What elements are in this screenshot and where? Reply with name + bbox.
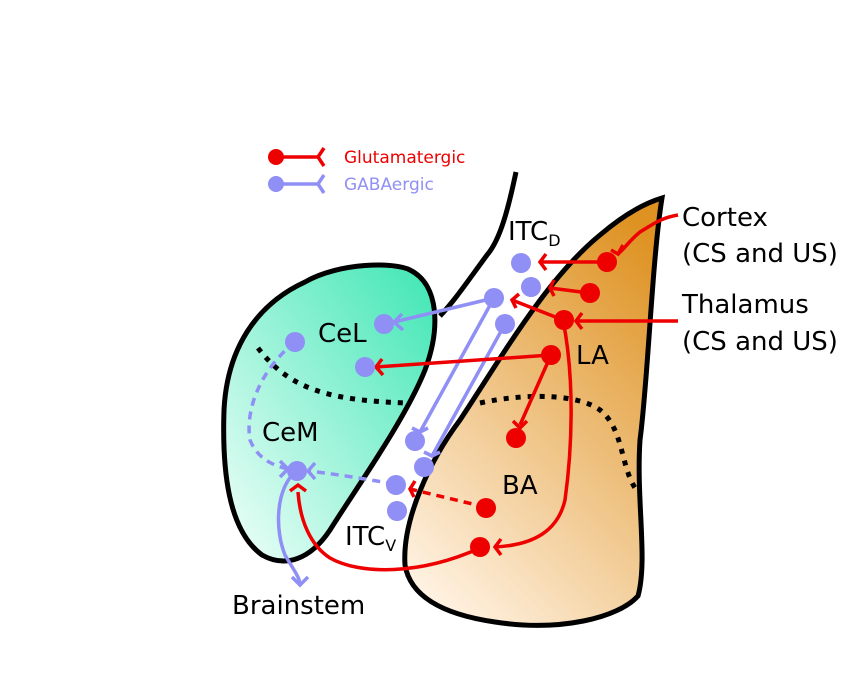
cortex-input-axon bbox=[616, 213, 679, 256]
ba-to-cem-axon bbox=[296, 491, 481, 572]
cel-neuron bbox=[285, 332, 305, 352]
legend-gabaergic-label: GABAergic bbox=[344, 175, 434, 195]
itc-v-label: ITCV bbox=[345, 522, 396, 555]
itc-d-neuron bbox=[495, 314, 515, 334]
itc-v-neuron bbox=[387, 501, 407, 521]
cortex-label: Cortex bbox=[682, 203, 768, 233]
la-to-itcd-terminal-1 bbox=[537, 252, 548, 272]
itc-v-label-main: ITC bbox=[345, 522, 385, 552]
itc-v-neuron bbox=[414, 457, 434, 477]
la-to-itcd-terminal-3 bbox=[509, 292, 521, 309]
itcv-to-cem-axon bbox=[307, 469, 395, 486]
brainstem-label: Brainstem bbox=[232, 591, 365, 621]
basolateral-region bbox=[402, 194, 666, 628]
la-to-ba-terminal bbox=[511, 419, 529, 431]
cel-neuron bbox=[374, 314, 394, 334]
legend-glutamatergic-symbol bbox=[268, 147, 326, 167]
cel-to-cem-axon bbox=[247, 340, 297, 471]
cel-cem-boundary bbox=[256, 346, 406, 406]
la-label: LA bbox=[576, 341, 609, 371]
la-to-cel-axon bbox=[375, 353, 552, 369]
la-to-itcd-axon-3 bbox=[511, 298, 564, 322]
ba-neuron bbox=[476, 498, 496, 518]
cel-neuron bbox=[355, 357, 375, 377]
itc-d-label: ITCD bbox=[508, 217, 561, 250]
la-to-cel-terminal bbox=[373, 357, 385, 377]
itc-to-cel-terminal bbox=[391, 312, 405, 332]
gabaergic-neurons bbox=[285, 253, 541, 521]
thalamus-sublabel: (CS and US) bbox=[682, 327, 838, 357]
la-neuron bbox=[554, 310, 574, 330]
cem-to-brainstem-terminal bbox=[290, 575, 310, 588]
itc-d-neuron bbox=[484, 288, 504, 308]
cortex-input-terminal bbox=[610, 244, 625, 257]
glutamatergic-neurons bbox=[470, 252, 617, 557]
ba-to-cem-terminal bbox=[288, 482, 308, 493]
legend-glutamatergic-label: Glutamatergic bbox=[344, 148, 465, 168]
cem-neuron bbox=[287, 461, 307, 481]
la-to-ba-axon bbox=[518, 354, 553, 426]
external-capsule-boundary bbox=[438, 171, 519, 318]
itc-v-label-subscript: V bbox=[385, 536, 396, 555]
ba-label: BA bbox=[502, 471, 538, 501]
legend: Glutamatergic GABAergic bbox=[268, 147, 465, 195]
itc-v-neuron bbox=[386, 475, 406, 495]
itc-d-to-itc-v-terminal-2 bbox=[423, 450, 441, 458]
cem-label: CeM bbox=[262, 418, 319, 448]
itc-d-neuron bbox=[521, 277, 541, 297]
itcv-to-cem-terminal bbox=[305, 461, 317, 481]
glutamatergic-connections bbox=[288, 213, 679, 572]
la-neuron bbox=[541, 345, 561, 365]
la-neuron bbox=[580, 283, 600, 303]
central-nucleus-region bbox=[221, 262, 438, 564]
itc-d-neuron bbox=[511, 253, 531, 273]
la-ba-boundary bbox=[479, 393, 641, 494]
cel-label: CeL bbox=[318, 319, 367, 349]
ba-neuron bbox=[470, 537, 490, 557]
itc-v-neuron bbox=[405, 431, 425, 451]
la-to-itcd-terminal-2 bbox=[548, 279, 556, 297]
itc-d-label-main: ITC bbox=[508, 217, 548, 247]
ba-to-itcv-terminal bbox=[407, 480, 417, 498]
itc-d-label-subscript: D bbox=[548, 231, 560, 250]
itc-d-to-itc-v-terminal-1 bbox=[411, 426, 429, 434]
legend-gabaergic-symbol bbox=[268, 174, 326, 194]
la-to-ba-long-axon bbox=[494, 319, 573, 549]
la-to-ba-long-terminal bbox=[492, 537, 503, 557]
itc-to-cel-axon bbox=[393, 296, 495, 324]
ba-neuron bbox=[506, 428, 526, 448]
itc-d-to-itc-v-axon-1 bbox=[418, 297, 496, 433]
thalamus-label: Thalamus bbox=[681, 290, 809, 320]
cortex-sublabel: (CS and US) bbox=[682, 239, 838, 269]
thalamus-input-terminal bbox=[573, 311, 584, 331]
itc-d-to-itc-v-axon-2 bbox=[430, 323, 507, 457]
la-neuron bbox=[597, 252, 617, 272]
cem-to-brainstem-axon bbox=[276, 469, 302, 586]
